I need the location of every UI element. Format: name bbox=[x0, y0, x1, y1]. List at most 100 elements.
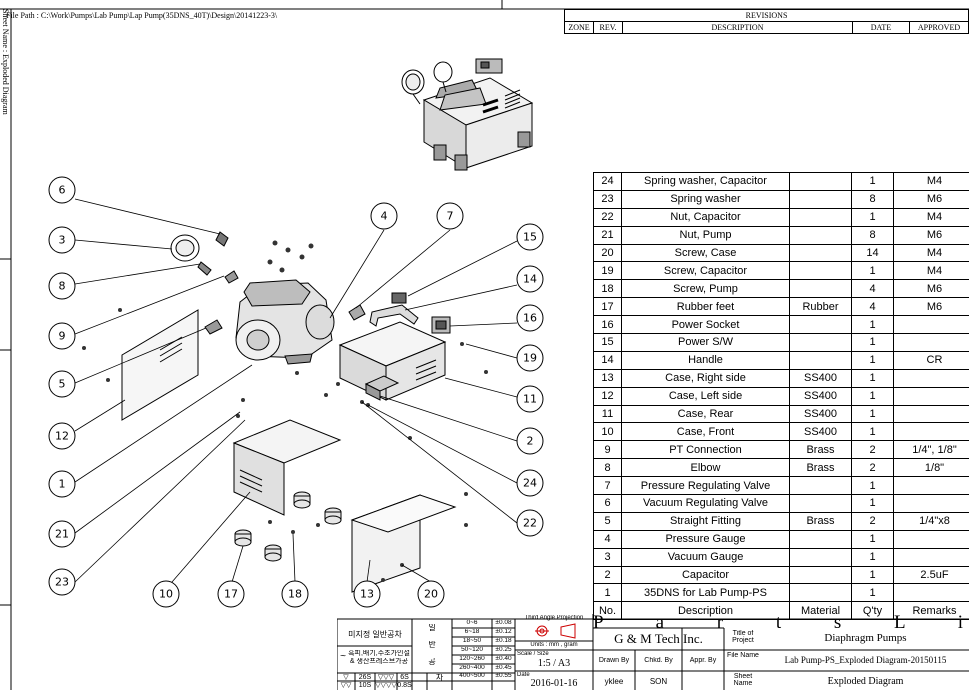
parts-cell: 1/8" bbox=[893, 458, 969, 478]
parts-cell: Pressure Gauge bbox=[621, 529, 790, 549]
parts-cell: 2 bbox=[851, 511, 894, 531]
tolerance-col-label: 차 bbox=[435, 674, 444, 682]
tolerance-range: 400~500 bbox=[459, 673, 485, 679]
parts-cell bbox=[893, 476, 969, 496]
parts-cell bbox=[789, 172, 852, 191]
balloon-label: 4 bbox=[381, 210, 388, 223]
exploded-parts bbox=[82, 231, 488, 593]
parts-cell: 1 bbox=[851, 565, 894, 585]
tolerance-range: 0~6 bbox=[466, 620, 478, 626]
balloon-label: 7 bbox=[447, 210, 454, 223]
balloon-label: 8 bbox=[59, 280, 66, 293]
parts-cell bbox=[893, 386, 969, 406]
parts-cell: M4 bbox=[893, 207, 969, 227]
parts-cell: 1 bbox=[851, 172, 894, 191]
parts-cell: Case, Front bbox=[621, 422, 790, 442]
parts-cell: Brass bbox=[789, 440, 852, 460]
projection-label: Third Angle Projection bbox=[524, 615, 584, 621]
parts-cell bbox=[893, 315, 969, 335]
parts-cell: 1 bbox=[851, 547, 894, 567]
parts-cell: 4 bbox=[851, 279, 894, 299]
parts-cell bbox=[893, 529, 969, 549]
tolerance-col-label: 공 bbox=[428, 658, 436, 666]
title-block-grid bbox=[337, 614, 969, 690]
parts-cell: Screw, Pump bbox=[621, 279, 790, 299]
balloon-8 bbox=[48, 272, 76, 300]
parts-cell: 8 bbox=[851, 189, 894, 209]
parts-cell: 4 bbox=[851, 297, 894, 317]
parts-cell bbox=[789, 243, 852, 263]
parts-cell: 1 bbox=[851, 476, 894, 496]
revisions-header: ZONE bbox=[564, 21, 594, 34]
parts-cell bbox=[893, 494, 969, 513]
parts-cell: M6 bbox=[893, 225, 969, 245]
parts-cell: PT Connection bbox=[621, 440, 790, 460]
balloon-5 bbox=[48, 370, 76, 398]
parts-cell: Screw, Capacitor bbox=[621, 261, 790, 281]
balloon-label: 19 bbox=[523, 352, 537, 365]
balloon-16 bbox=[516, 304, 544, 332]
tolerance-value: ±0.25 bbox=[495, 647, 512, 653]
balloon-7 bbox=[436, 202, 464, 230]
parts-cell: 19 bbox=[593, 261, 622, 281]
parts-cell: Rubber feet bbox=[621, 297, 790, 317]
parts-cell: Vacuum Gauge bbox=[621, 547, 790, 567]
parts-cell bbox=[789, 565, 852, 585]
balloon-label: 15 bbox=[523, 231, 537, 244]
parts-cell: 13 bbox=[593, 368, 622, 388]
balloon-label: 12 bbox=[55, 430, 69, 443]
balloon-18 bbox=[281, 580, 309, 608]
parts-cell: Case, Right side bbox=[621, 368, 790, 388]
parts-cell: 14 bbox=[593, 350, 622, 370]
balloon-1 bbox=[48, 470, 76, 498]
tolerance-range: 260~400 bbox=[459, 665, 485, 671]
parts-cell: 8 bbox=[593, 458, 622, 478]
parts-cell: 1/4", 1/8" bbox=[893, 440, 969, 460]
roughness-value: 26S bbox=[358, 674, 372, 681]
roughness-sym: ▽▽ bbox=[340, 682, 352, 689]
balloon-label: 1 bbox=[59, 478, 66, 491]
tolerance-range: 50~120 bbox=[461, 647, 483, 653]
parts-cell: 12 bbox=[593, 386, 622, 406]
parts-cell: 9 bbox=[593, 440, 622, 460]
parts-cell: 24 bbox=[593, 172, 622, 191]
parts-cell: Vacuum Regulating Valve bbox=[621, 494, 790, 513]
finish-note: 흑피,배기,주조가인설 bbox=[348, 650, 410, 657]
tolerance-range: 18~50 bbox=[462, 638, 482, 644]
parts-cell: SS400 bbox=[789, 422, 852, 442]
balloon-label: 24 bbox=[523, 477, 537, 490]
parts-cell: M4 bbox=[893, 261, 969, 281]
sheet-name-vertical: Sheet Name : Exploded Diagram bbox=[1, 9, 10, 115]
part-balloons bbox=[48, 176, 544, 608]
parts-cell: CR bbox=[893, 350, 969, 370]
balloon-19 bbox=[516, 344, 544, 372]
parts-cell: 1 bbox=[851, 404, 894, 424]
tolerance-range: 6~18 bbox=[464, 629, 480, 635]
parts-cell: 1 bbox=[851, 368, 894, 388]
parts-cell: 4 bbox=[593, 529, 622, 549]
parts-cell: 2 bbox=[851, 440, 894, 460]
tolerance-value: ±0.55 bbox=[495, 673, 512, 679]
roughness-sym: ▽ bbox=[343, 674, 349, 681]
parts-cell bbox=[789, 261, 852, 281]
balloon-22 bbox=[516, 509, 544, 537]
date-value: 2016-01-16 bbox=[530, 679, 578, 689]
parts-cell: 1 bbox=[851, 207, 894, 227]
balloon-label: 17 bbox=[224, 588, 238, 601]
parts-cell: Pressure Regulating Valve bbox=[621, 476, 790, 496]
balloon-label: 16 bbox=[523, 312, 537, 325]
parts-cell bbox=[893, 422, 969, 442]
parts-cell: 7 bbox=[593, 476, 622, 496]
balloon-label: 23 bbox=[55, 576, 69, 589]
parts-cell: Power S/W bbox=[621, 333, 790, 352]
